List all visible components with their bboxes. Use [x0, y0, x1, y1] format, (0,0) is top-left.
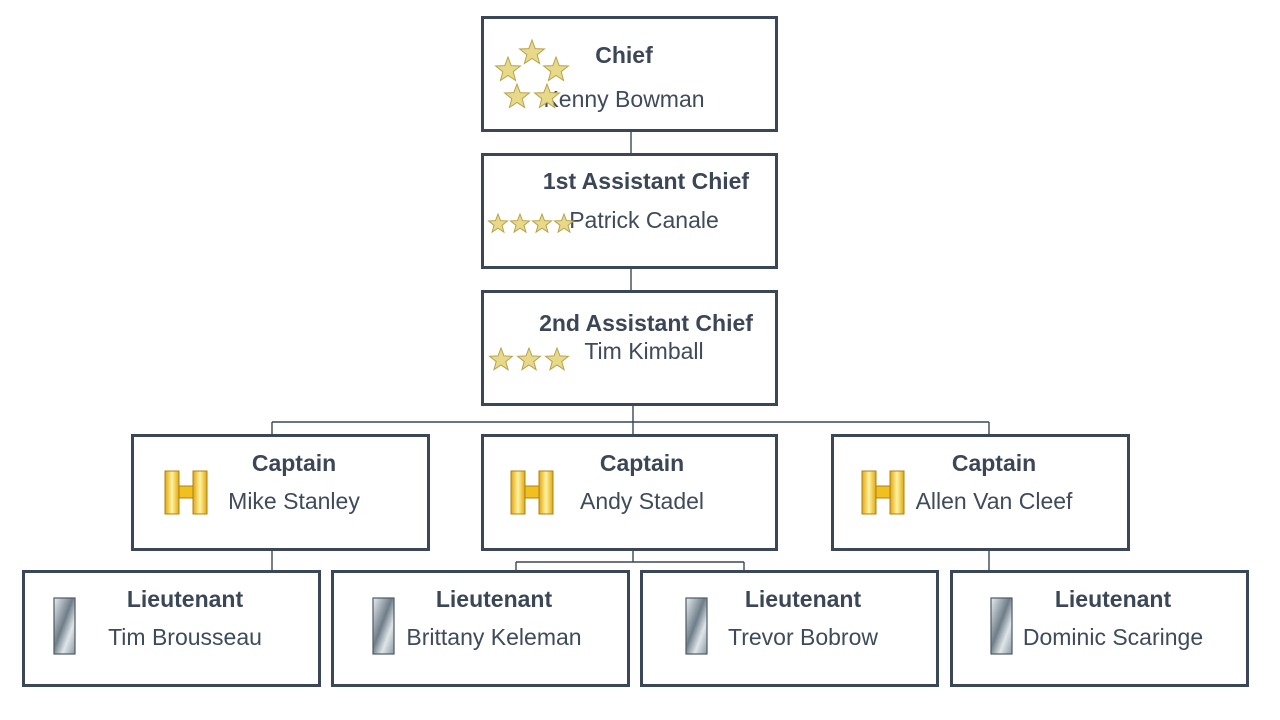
lieutenant-bar-icon — [990, 597, 1013, 655]
rank-title: Lieutenant — [744, 586, 862, 612]
person-name: Trevor Bobrow — [728, 624, 878, 650]
person-name: Allen Van Cleef — [915, 488, 1073, 514]
rank-title: Captain — [251, 450, 337, 476]
lieutenant-bar-icon — [53, 597, 76, 655]
person-name: Tim Brousseau — [108, 624, 262, 650]
rank-title: Lieutenant — [126, 586, 244, 612]
captain-bars-icon — [164, 470, 208, 515]
four-star-insignia-icon — [487, 212, 575, 234]
rank-title: 2nd Assistant Chief — [539, 310, 753, 336]
person-name: Patrick Canale — [569, 207, 719, 233]
rank-title: Captain — [599, 450, 685, 476]
person-name: Andy Stadel — [579, 488, 705, 514]
lieutenant-bar-icon — [372, 597, 395, 655]
five-star-insignia-icon — [494, 38, 570, 109]
captain-bars-icon — [510, 470, 554, 515]
rank-title: Lieutenant — [1054, 586, 1172, 612]
person-name: Mike Stanley — [228, 488, 360, 514]
person-name: Dominic Scaringe — [1022, 624, 1204, 650]
person-name: Tim Kimball — [584, 338, 704, 364]
person-name: Kenny Bowman — [543, 86, 705, 112]
person-name: Brittany Keleman — [406, 624, 582, 650]
rank-title: 1st Assistant Chief — [542, 168, 750, 194]
rank-title: Chief — [595, 42, 653, 68]
rank-title: Lieutenant — [435, 586, 553, 612]
rank-title: Captain — [951, 450, 1037, 476]
three-star-insignia-icon — [488, 346, 570, 371]
captain-bars-icon — [861, 470, 905, 515]
lieutenant-bar-icon — [685, 597, 708, 655]
